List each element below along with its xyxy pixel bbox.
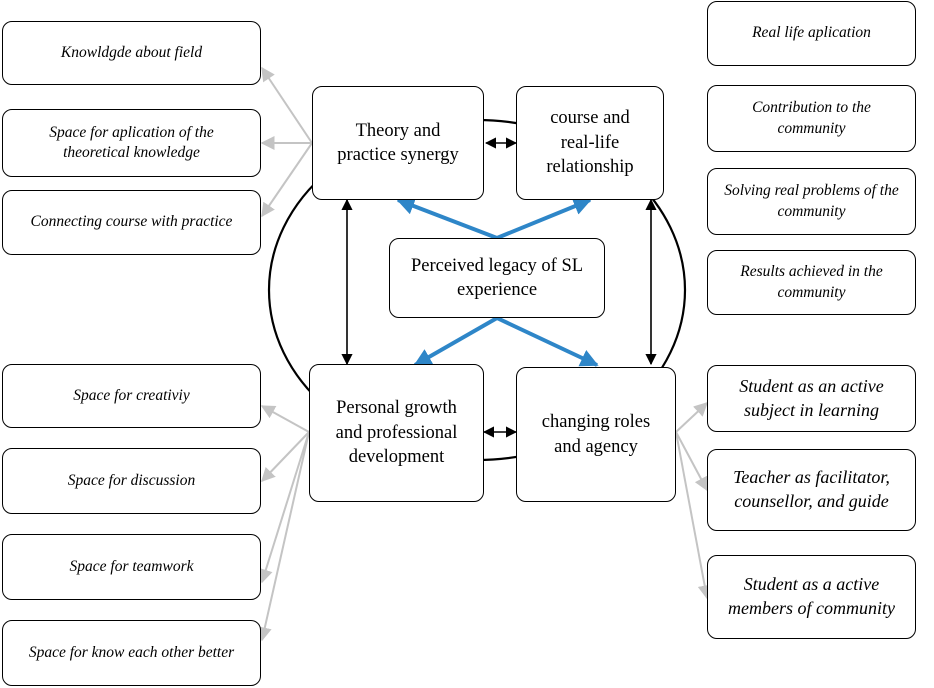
grey-arrow-personal-4 bbox=[257, 431, 310, 642]
grey-arrow-personal-2 bbox=[261, 431, 310, 483]
roles-item-1: Student as an active subject in learning bbox=[707, 365, 916, 432]
theory-item-3: Connecting course with practice bbox=[2, 190, 261, 255]
blue-arrow-to-personal bbox=[413, 316, 498, 367]
roles-item-3-label: Student as a active members of community bbox=[728, 574, 895, 618]
personal-item-2: Space for discussion bbox=[2, 448, 261, 514]
theory-item-3-label: Connecting course with practice bbox=[30, 213, 233, 231]
course-item-4-label: Results achieved in the community bbox=[740, 263, 883, 301]
personal-item-4: Space for know each other better bbox=[2, 620, 261, 686]
theory-label: Theory and practice synergy bbox=[337, 120, 459, 165]
theory-box: Theory and practice synergy bbox=[312, 86, 484, 200]
center-label: Perceived legacy of SL experience bbox=[410, 255, 584, 300]
grey-arrow-theory-3 bbox=[261, 142, 313, 218]
roles-item-2: Teacher as facilitator, counsellor, and … bbox=[707, 449, 916, 531]
course-item-2: Contribution to the community bbox=[707, 85, 916, 152]
roles-item-1-label: Student as an active subject in learning bbox=[739, 375, 884, 420]
grey-arrow-theory-1 bbox=[261, 66, 313, 144]
center-box: Perceived legacy of SL experience bbox=[389, 238, 605, 318]
roles-item-2-label: Teacher as facilitator, counsellor, and … bbox=[733, 467, 890, 511]
personal-label: Personal growth and professional develop… bbox=[335, 398, 458, 468]
course-item-1-label: Real life aplication bbox=[752, 24, 871, 42]
personal-box: Personal growth and professional develop… bbox=[309, 364, 484, 502]
course-item-4: Results achieved in the community bbox=[707, 250, 916, 315]
personal-item-2-label: Space for discussion bbox=[67, 471, 196, 489]
grey-arrow-roles-3 bbox=[675, 431, 712, 600]
theory-item-1: Knowldgde about field bbox=[2, 21, 261, 85]
theory-item-2-label: Space for aplication of the theoretical … bbox=[49, 123, 214, 161]
course-item-2-label: Contribution to the community bbox=[752, 99, 871, 137]
course-item-1: Real life aplication bbox=[707, 1, 916, 66]
theory-item-1-label: Knowldgde about field bbox=[60, 43, 203, 61]
personal-item-4-label: Space for know each other better bbox=[28, 643, 235, 661]
grey-arrow-personal-3 bbox=[259, 431, 310, 584]
theory-item-2: Space for aplication of the theoretical … bbox=[2, 109, 261, 177]
blue-arrow-to-course bbox=[496, 197, 592, 240]
roles-item-3: Student as a active members of community bbox=[707, 555, 916, 639]
course-item-3: Solving real problems of the community bbox=[707, 168, 916, 235]
personal-item-3-label: Space for teamwork bbox=[69, 557, 194, 575]
personal-item-1: Space for creativiy bbox=[2, 364, 261, 428]
course-label: course and real-life relationship bbox=[546, 108, 634, 178]
grey-arrow-roles-2 bbox=[675, 431, 708, 492]
grey-arrow-personal-1 bbox=[260, 405, 310, 433]
course-box: course and real-life relationship bbox=[516, 86, 664, 200]
grey-arrow-roles-1 bbox=[675, 402, 709, 433]
course-item-3-label: Solving real problems of the community bbox=[724, 182, 899, 220]
personal-item-1-label: Space for creativiy bbox=[73, 386, 190, 404]
blue-arrow-to-roles bbox=[496, 316, 599, 367]
roles-label: changing roles and agency bbox=[541, 412, 651, 457]
blue-arrow-to-theory bbox=[396, 197, 498, 240]
personal-item-3: Space for teamwork bbox=[2, 534, 261, 600]
roles-box: changing roles and agency bbox=[516, 367, 676, 502]
